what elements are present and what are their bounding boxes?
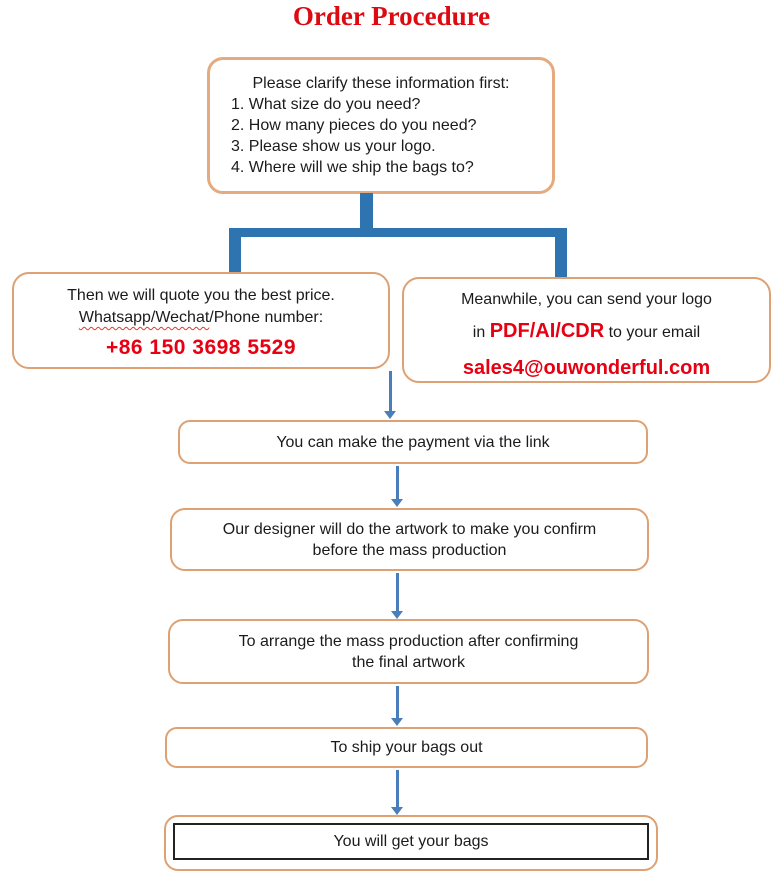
quote-line1: Then we will quote you the best price. [67, 287, 335, 304]
payment-box: You can make the payment via the link [178, 420, 648, 464]
clarify-item-4: 4. Where will we ship the bags to? [231, 159, 474, 176]
logo-line2: in PDF/AI/CDR to your email [404, 320, 769, 344]
connector-crossbar [229, 228, 567, 237]
arrow-down-2 [391, 466, 403, 507]
arrow-down-5 [391, 770, 403, 815]
arrow-down-3 [391, 573, 403, 619]
arrow-shaft [395, 770, 399, 807]
quote-line2: Whatsapp/Wechat/Phone number: [14, 307, 388, 329]
arrow-shaft [388, 371, 392, 411]
mass-production-box: To arrange the mass production after con… [168, 619, 649, 684]
connector-stem [360, 193, 373, 229]
logo-line1: Meanwhile, you can send your logo [461, 291, 712, 308]
artwork-confirm-box: Our designer will do the artwork to make… [170, 508, 649, 571]
arrow-head-icon [391, 718, 403, 726]
arrow-down-4 [391, 686, 403, 726]
connector-right-drop [555, 232, 567, 278]
quote-contact-rest: /Phone number: [209, 309, 324, 326]
arrow-shaft [395, 466, 399, 499]
clarify-heading: Please clarify these information first: [252, 75, 510, 92]
receive-text: You will get your bags [333, 832, 489, 850]
clarify-item-2: 2. How many pieces do you need? [231, 117, 477, 134]
arrow-down-1 [384, 371, 396, 419]
receive-bags-box: You will get your bags [164, 815, 658, 871]
artwork-line1: Our designer will do the artwork to make… [222, 520, 597, 538]
ship-text: To ship your bags out [330, 739, 483, 756]
artwork-line2: before the mass production [312, 541, 507, 559]
payment-text: You can make the payment via the link [276, 433, 550, 451]
clarify-info-box: Please clarify these information first: … [207, 57, 555, 194]
arrow-shaft [395, 573, 399, 611]
receive-bags-inner-frame: You will get your bags [173, 823, 649, 860]
arrow-head-icon [391, 499, 403, 507]
connector-left-drop [229, 232, 241, 273]
ship-box: To ship your bags out [165, 727, 648, 768]
send-logo-box: Meanwhile, you can send your logo in PDF… [402, 277, 771, 383]
arrow-head-icon [384, 411, 396, 419]
production-line2: the final artwork [352, 653, 465, 671]
arrow-head-icon [391, 611, 403, 619]
arrow-head-icon [391, 807, 403, 815]
phone-number: +86 150 3698 5529 [105, 336, 297, 359]
email-address: sales4@ouwonderful.com [462, 357, 711, 379]
production-line1: To arrange the mass production after con… [238, 632, 579, 650]
page-title: Order Procedure [292, 1, 491, 31]
clarify-item-3: 3. Please show us your logo. [231, 138, 436, 155]
clarify-item-1: 1. What size do you need? [231, 96, 421, 113]
quote-box: Then we will quote you the best price. W… [12, 272, 390, 369]
logo-line2-pre: in [472, 324, 490, 341]
arrow-shaft [395, 686, 399, 718]
logo-line2-post: to your email [604, 324, 701, 341]
logo-file-formats: PDF/AI/CDR [489, 320, 605, 342]
quote-contact-apps: Whatsapp/Wechat [78, 309, 210, 326]
